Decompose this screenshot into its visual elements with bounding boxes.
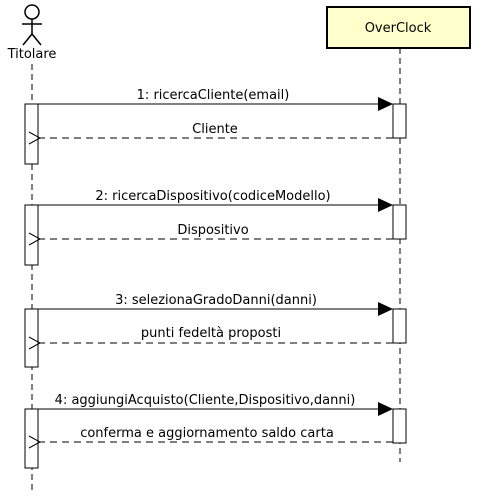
- participant-activation-4: [392, 408, 407, 444]
- call-arrowhead-1: [378, 97, 393, 111]
- actor-figure: [22, 4, 42, 46]
- call-arrowhead-3: [378, 302, 393, 316]
- participant-box: [326, 6, 471, 49]
- participant-activation-2: [392, 204, 407, 240]
- participant-activation-1: [392, 103, 407, 139]
- participant-activation-3: [392, 308, 407, 344]
- call-arrowhead-2: [378, 198, 393, 212]
- reply-label-4: conferma e aggiornamento saldo carta: [80, 426, 334, 441]
- actor-activation-3: [24, 308, 39, 368]
- actor-activation-4: [24, 408, 39, 469]
- actor-label: Titolare: [7, 47, 57, 62]
- call-label-1: 1: ricercaCliente(email): [137, 88, 290, 103]
- reply-label-3: punti fedeltà proposti: [141, 326, 281, 341]
- actor-activation-2: [24, 204, 39, 266]
- call-label-4: 4: aggiungiAcquisto(Cliente,Dispositivo,…: [55, 393, 356, 408]
- call-label-2: 2: ricercaDispositivo(codiceModello): [95, 189, 330, 204]
- reply-label-1: Cliente: [192, 122, 238, 137]
- call-label-3: 3: selezionaGradoDanni(danni): [115, 293, 317, 308]
- call-arrowhead-4: [378, 402, 393, 416]
- actor-activation-1: [24, 103, 39, 165]
- reply-label-2: Dispositivo: [177, 223, 248, 238]
- participant-label: OverClock: [365, 21, 432, 36]
